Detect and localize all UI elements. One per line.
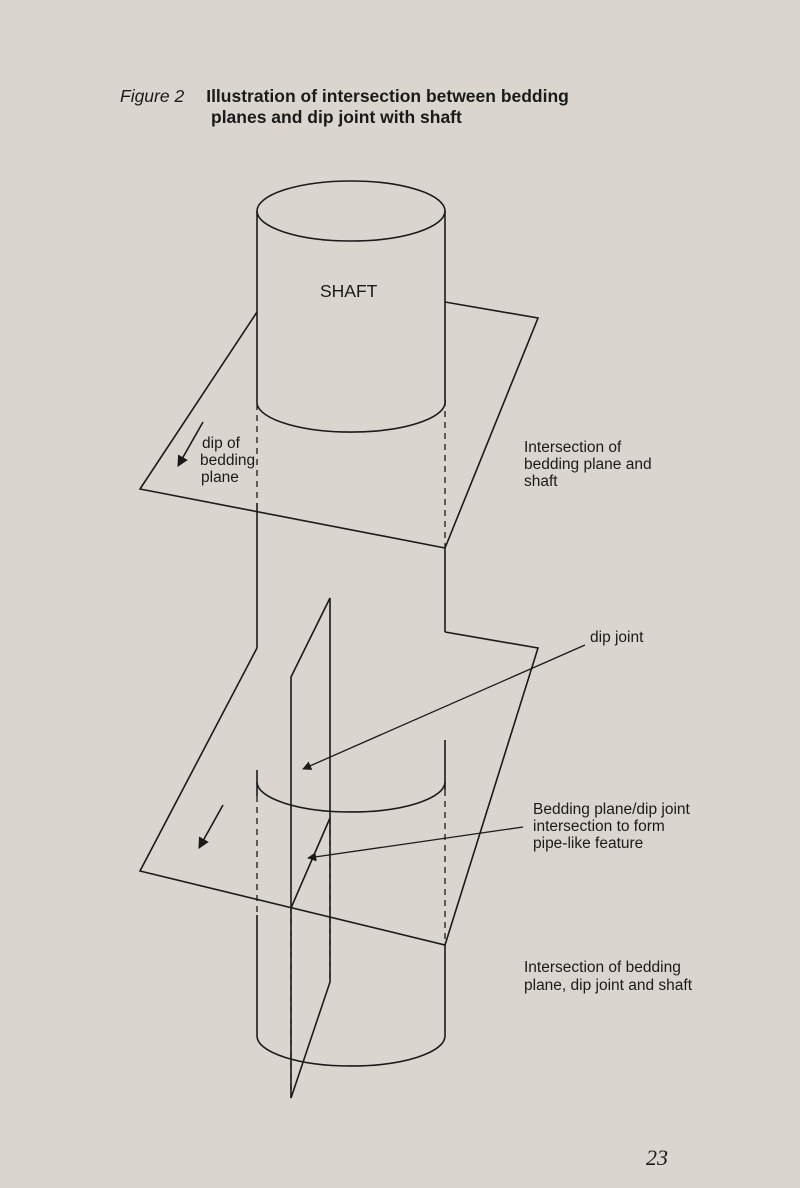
upper-plane-shaft-intersection: [256, 399, 446, 433]
pipe-feature-label-1: Bedding plane/dip joint: [533, 801, 691, 818]
intersection-bedding-shaft-label-2: bedding plane and: [524, 456, 652, 473]
dip-arrow-upper: [177, 421, 204, 467]
intersection-bedding-shaft-label-3: shaft: [524, 473, 558, 490]
figure-caption: Figure 2 Illustration of intersection bet…: [120, 86, 569, 128]
dip-of-bedding-label-3: plane: [201, 469, 239, 486]
figure-label: Figure 2: [120, 86, 185, 106]
page-number: 23: [646, 1145, 668, 1170]
lower-bedding-plane: [138, 631, 540, 946]
dip-joint-label: dip joint: [590, 629, 644, 646]
dip-of-bedding-label-2: bedding: [200, 452, 255, 469]
shaft-label: SHAFT: [320, 281, 378, 301]
pipe-feature-line: [290, 817, 331, 909]
pipe-feature-leader: [307, 826, 524, 862]
figure-title-line2: planes and dip joint with shaft: [211, 107, 462, 127]
triple-intersection-label-2: plane, dip joint and shaft: [524, 977, 693, 994]
intersection-bedding-shaft-label-1: Intersection of: [524, 439, 622, 456]
dip-joint-leader: [302, 644, 586, 770]
lower-plane-shaft-intersection: [256, 781, 446, 813]
dip-joint-plane: [290, 597, 331, 1099]
dip-of-bedding-label-1: dip of: [202, 435, 241, 452]
triple-intersection-label-1: Intersection of bedding: [524, 959, 681, 976]
pipe-feature-label-3: pipe-like feature: [533, 835, 643, 852]
upper-bedding-plane: [138, 301, 540, 549]
dip-arrow-lower: [198, 804, 224, 849]
pipe-feature-label-2: intersection to form: [533, 818, 665, 835]
shaft-top-ellipse: [256, 180, 446, 242]
figure-title-line1: Illustration of intersection between bed…: [206, 86, 569, 106]
shaft-bottom-arc: [256, 1035, 446, 1067]
